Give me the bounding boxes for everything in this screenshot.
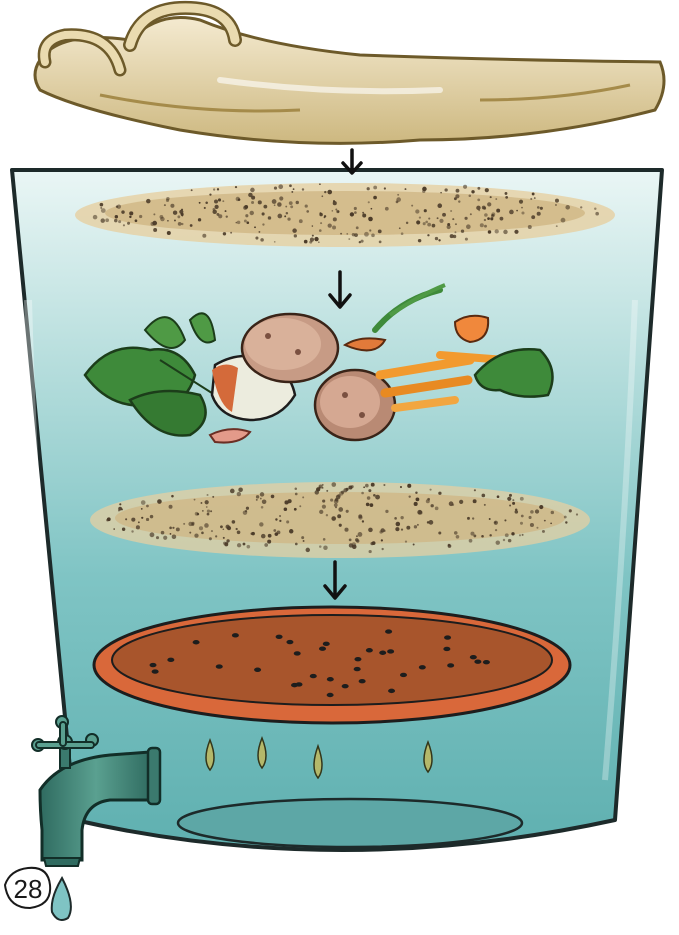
- bedding-layer-bottom: [90, 482, 590, 558]
- bottom-liquid: [178, 799, 522, 847]
- page-number-badge: 28: [5, 868, 50, 908]
- cloth-cover: [35, 8, 664, 143]
- page-number: 28: [14, 874, 43, 904]
- perforated-tray: [94, 607, 570, 723]
- bedding-layer-top: [75, 183, 615, 247]
- water-drop-icon: [52, 878, 71, 920]
